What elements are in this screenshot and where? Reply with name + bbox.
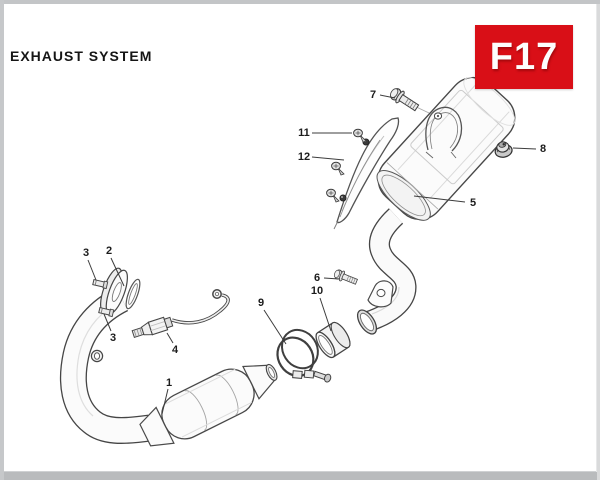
- callout-12: 12: [298, 151, 310, 163]
- heat-shield: [333, 117, 400, 230]
- callout-3: 3: [83, 247, 89, 259]
- callout-10: 10: [311, 285, 323, 297]
- flange-nut: [494, 141, 513, 158]
- callout-3: 3: [110, 332, 116, 344]
- shield-screw: [353, 128, 367, 143]
- catalytic-converter: [139, 363, 278, 447]
- callout-5: 5: [470, 197, 476, 209]
- flange-stud: [98, 306, 115, 318]
- leader-line-12: [311, 156, 345, 161]
- leader-line-5: [413, 195, 466, 203]
- callout-8: 8: [540, 143, 546, 155]
- page-title: EXHAUST SYSTEM: [10, 48, 153, 64]
- leader-line-2: [110, 257, 125, 287]
- leader-line-6: [323, 277, 340, 280]
- callout-11: 11: [298, 127, 310, 139]
- header-pipe: [59, 286, 152, 444]
- shield-grommet: [339, 194, 347, 202]
- muffler-bolt: [389, 88, 420, 112]
- callout-2: 2: [106, 245, 112, 257]
- callout-7: 7: [370, 89, 376, 101]
- muffler-bracket: [425, 106, 463, 159]
- flange-stud: [92, 278, 109, 290]
- section-badge-label: F17: [489, 35, 559, 78]
- exhaust-gasket: [125, 278, 141, 310]
- leader-line-4: [166, 332, 174, 344]
- leader-line-1: [161, 388, 169, 415]
- shield-screw: [331, 161, 345, 176]
- bracket-bolt: [333, 269, 358, 285]
- leader-line-10: [319, 297, 332, 332]
- oxygen-sensor: [131, 289, 230, 338]
- leader-line-7: [379, 94, 396, 99]
- callout-4: 4: [172, 344, 179, 356]
- leader-line-3: [103, 313, 112, 332]
- coupling-sleeve: [315, 321, 351, 359]
- section-badge: F17: [475, 25, 573, 89]
- callout-9: 9: [258, 297, 264, 309]
- pipe-mount-tab: [367, 280, 394, 308]
- leader-line-9: [263, 309, 287, 345]
- muffler: [376, 76, 516, 221]
- inlet-pipe-open-end: [356, 309, 378, 335]
- callout-6: 6: [314, 272, 320, 284]
- leader-line-8: [512, 147, 537, 150]
- shield-screw: [326, 188, 340, 203]
- leader-line-3: [87, 259, 97, 281]
- callout-1: 1: [166, 377, 172, 389]
